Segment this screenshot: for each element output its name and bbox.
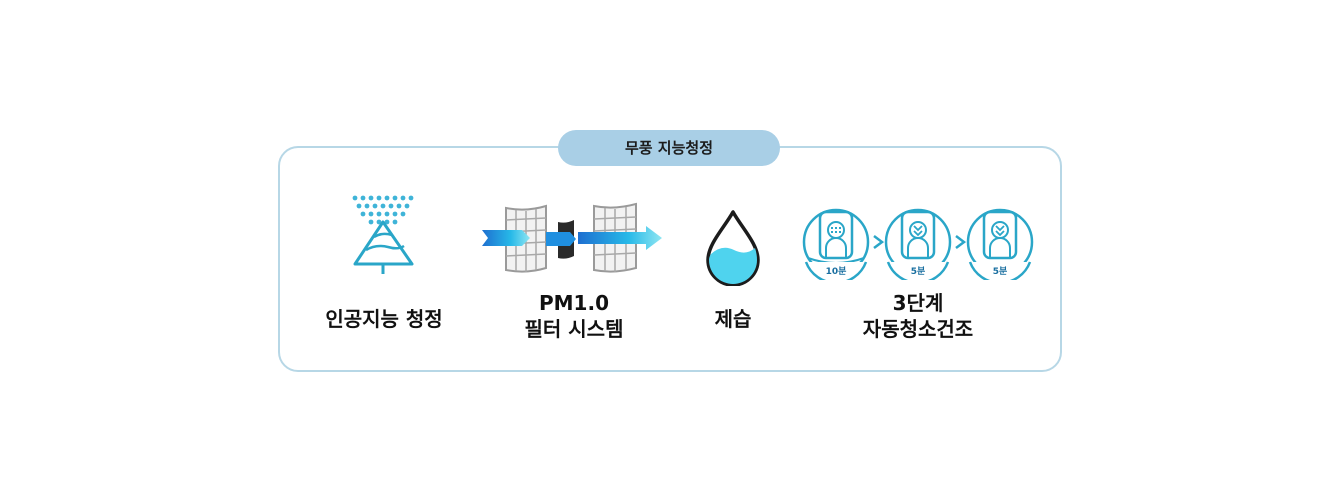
clean-stage-3-time: 5분	[992, 267, 1008, 277]
header-pill: 무풍 지능청정	[558, 130, 780, 166]
auto-clean-stages-icon: 10분 5분 5분	[802, 206, 1034, 282]
clean-stage-1-icon	[802, 208, 870, 280]
water-drop-icon	[706, 210, 760, 286]
chevron-right-icon	[955, 235, 966, 249]
clean-stage-3-icon	[966, 208, 1034, 280]
feature-label-line: 인공지능 청정	[325, 307, 443, 331]
feature-label-auto-clean: 3단계 자동청소건조	[838, 290, 998, 342]
feature-label-dehumidify: 제습	[683, 306, 783, 332]
filter-system-icon	[482, 202, 662, 273]
feature-label-ai-clean: 인공지능 청정	[304, 306, 464, 332]
clean-stage-2-time: 5분	[910, 267, 926, 277]
clean-stage-1-time: 10분	[825, 267, 847, 277]
feature-label-filter: PM1.0 필터 시스템	[494, 290, 654, 342]
feature-label-line: 자동청소건조	[862, 317, 974, 341]
feature-label-line: PM1.0	[539, 291, 609, 315]
chevron-right-icon	[873, 235, 884, 249]
ai-clean-tree-icon	[352, 195, 414, 274]
clean-stage-2-icon	[884, 208, 952, 280]
feature-label-line: 필터 시스템	[524, 317, 624, 341]
feature-label-line: 제습	[714, 307, 752, 331]
feature-label-line: 3단계	[892, 291, 944, 315]
